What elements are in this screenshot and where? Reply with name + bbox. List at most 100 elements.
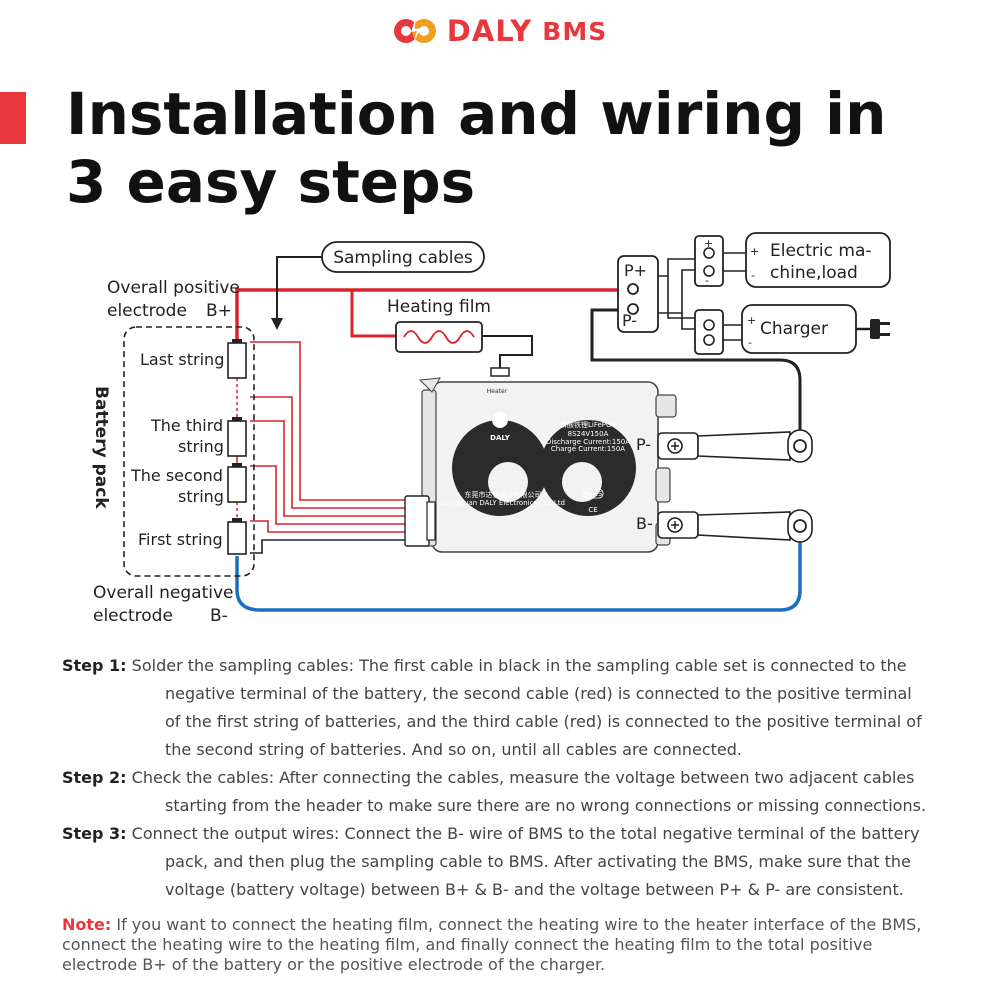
step-line: the second string of batteries. And so o…: [62, 736, 962, 764]
load-label-1: Electric ma-: [770, 241, 872, 261]
step-line: pack, and then plug the sampling cable t…: [62, 848, 962, 876]
battery-cell-third: [227, 420, 247, 457]
p-minus-ring-icon: [793, 439, 807, 453]
charger-terminal-block: [694, 309, 724, 355]
power-plug-icon: [870, 319, 890, 339]
heater-cable: [482, 335, 533, 372]
battery-cell-second: [227, 466, 247, 503]
title-accent-bar: [0, 92, 26, 144]
step-label: Step 1:: [62, 656, 127, 675]
load-label-2: chine,load: [770, 263, 858, 283]
p-minus-label: P-: [622, 311, 637, 330]
bms-p-minus-label: P-: [636, 435, 651, 454]
step-block: Step 3: Connect the output wires: Connec…: [62, 820, 962, 904]
sampling-cables-callout: [321, 241, 485, 273]
last-string-label: Last string: [140, 350, 224, 369]
b-minus-ring-icon: [793, 519, 807, 533]
second-string-label-1: The second: [130, 466, 223, 485]
charger-minus: -: [748, 336, 752, 349]
overall-negative-label-2: electrode: [93, 606, 173, 626]
bms-label-ce: CE: [588, 506, 597, 514]
battery-pack-outline: [123, 326, 255, 577]
battery-cell-last: [227, 342, 247, 379]
load-minus-sign: -: [705, 274, 709, 287]
sampling-wire-black: [250, 539, 405, 554]
sampling-cables-label: Sampling cables: [333, 248, 473, 268]
step-text: the second string of batteries. And so o…: [165, 740, 742, 759]
note-label: Note:: [62, 915, 112, 934]
b-plus-label: B+: [206, 301, 232, 321]
step-label: Step 2:: [62, 768, 127, 787]
step-line: negative terminal of the battery, the se…: [62, 680, 962, 708]
sampling-cable-pointer: [276, 256, 322, 322]
load-terminal-block: [694, 235, 724, 287]
step-line: Step 3: Connect the output wires: Connec…: [62, 820, 962, 848]
charger-plus: +: [747, 314, 756, 327]
bms-label-discharge: Discharge Current:150A: [546, 438, 630, 446]
p-minus-terminal-icon: [627, 303, 639, 315]
bms-label-maker-cn: 东莞市达锂电子有限公司: [465, 490, 542, 499]
p-plus-terminal-icon: [627, 283, 639, 295]
sampling-arrow-icon: [271, 318, 283, 330]
bms-label-model: 8S24V150A: [568, 430, 609, 438]
battery-cell-first: [227, 521, 247, 555]
b-minus-wire: [235, 528, 802, 612]
overall-positive-label-2: electrode: [107, 301, 187, 321]
p-terminal-block: [617, 255, 659, 333]
step-label: Step 3:: [62, 824, 127, 843]
overall-positive-label-1: Overall positive: [107, 278, 240, 298]
heating-film: [395, 321, 483, 353]
step-text: of the first string of batteries, and th…: [165, 712, 922, 731]
charger-label: Charger: [760, 319, 828, 339]
b-plus-wire: [235, 288, 628, 342]
load-box-plus: +: [750, 245, 759, 258]
step-line: starting from the header to make sure th…: [62, 792, 962, 820]
third-string-label-2: string: [178, 437, 224, 456]
heating-film-positive-wire: [350, 290, 396, 338]
first-string-label: First string: [138, 530, 223, 549]
third-string-label-1: The third: [150, 416, 223, 435]
step-block: Step 2: Check the cables: After connecti…: [62, 764, 962, 820]
step-text: pack, and then plug the sampling cable t…: [165, 852, 911, 871]
bms-b-minus-label: B-: [636, 514, 653, 533]
step-text: starting from the header to make sure th…: [165, 796, 927, 815]
heater-plug: [490, 367, 510, 377]
note-text: If you want to connect the heating film,…: [62, 915, 922, 974]
step-text: Check the cables: After connecting the c…: [131, 768, 915, 787]
step-block: Step 1: Solder the sampling cables: The …: [62, 652, 962, 764]
bms-label-model-cn: 磷酸铁锂LiFePO4: [560, 420, 617, 429]
battery-cells: [227, 342, 247, 555]
step-line: Step 2: Check the cables: After connecti…: [62, 764, 962, 792]
heating-wave-icon: [403, 330, 475, 344]
load-plus-sign: +: [704, 237, 713, 250]
page-title-line-1: Installation and wiring in: [66, 80, 887, 148]
step-line: voltage (battery voltage) between B+ & B…: [62, 876, 962, 904]
bms-label-maker-en: Dongguan DALY Electronics CO.,Ltd: [441, 499, 565, 507]
battery-terminals: [232, 339, 242, 522]
step-text: voltage (battery voltage) between B+ & B…: [165, 880, 904, 899]
overall-negative-label-1: Overall negative: [93, 583, 234, 603]
step-text: negative terminal of the battery, the se…: [165, 684, 912, 703]
step-text: Solder the sampling cables: The first ca…: [131, 656, 907, 675]
b-minus-label: B-: [210, 606, 228, 626]
p-minus-wire: [590, 308, 802, 440]
bms-label-brand: DALY: [490, 434, 511, 442]
wiring-diagram: Battery pack Last string The third strin…: [91, 232, 891, 626]
bms-heater-port-label: Heater: [487, 388, 508, 395]
load-box: [745, 232, 891, 288]
step-line: Step 1: Solder the sampling cables: The …: [62, 652, 962, 680]
page-title-line-2: 3 easy steps: [66, 148, 476, 216]
brand-logo: DALY BMS: [393, 14, 607, 48]
steps-section: Step 1: Solder the sampling cables: The …: [62, 652, 962, 904]
note-section: Note: If you want to connect the heating…: [62, 915, 952, 975]
bms-board: DALY 磷酸铁锂LiFePO4 8S24V150A Discharge Cur…: [404, 377, 699, 553]
sampling-wires: [250, 341, 405, 533]
step-text: Connect the output wires: Connect the B-…: [131, 824, 920, 843]
battery-pack-label: Battery pack: [91, 386, 111, 509]
bms-label-charge: Charge Current:150A: [551, 445, 625, 453]
daly-logo-icon: [393, 19, 436, 43]
second-string-label-2: string: [178, 487, 224, 506]
output-cables: [697, 429, 813, 543]
brand-suffix: BMS: [542, 16, 608, 46]
sampling-connector: [404, 495, 430, 547]
